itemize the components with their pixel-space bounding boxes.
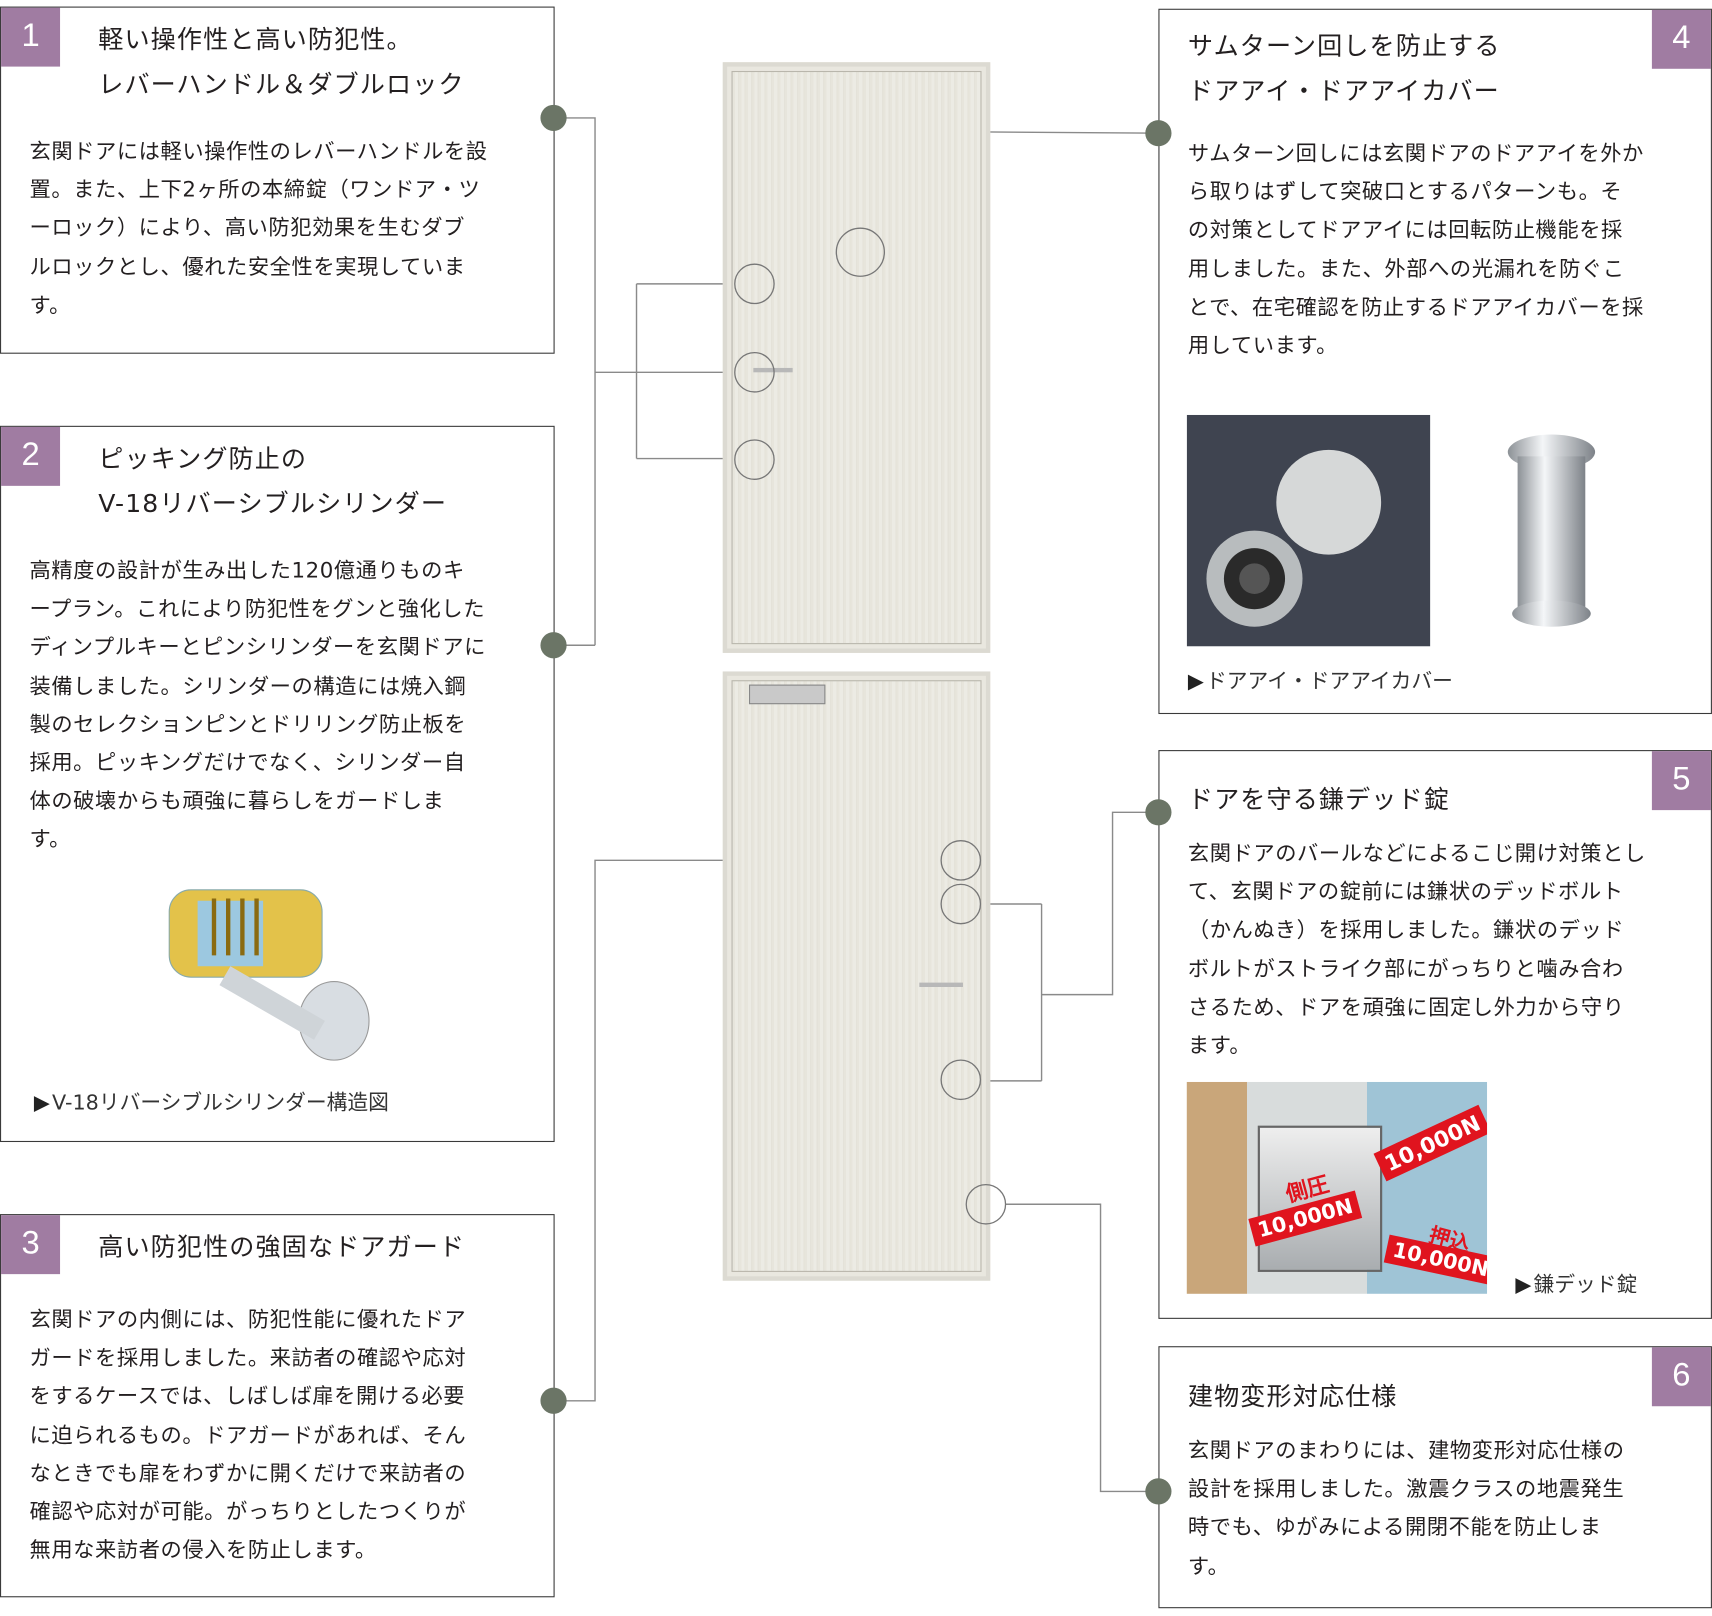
title-line: 高い防犯性の強固なドアガード bbox=[98, 1233, 466, 1263]
feature-number-badge: 1 bbox=[1, 7, 61, 67]
title-line: サムターン回しを防止する bbox=[1187, 32, 1501, 62]
feature-description: 玄関ドアのまわりには、建物変形対応仕様の 設計を採用しました。激震クラスの地震発… bbox=[1187, 1437, 1625, 1579]
feature-card-3: 3 高い防犯性の強固なドアガード 玄関ドアの内側には、防犯性能に優れたドア ガー… bbox=[0, 1214, 555, 1598]
feature-number-badge: 4 bbox=[1651, 9, 1711, 69]
feature-description: 高精度の設計が生み出した120億通りものキ ープラン。これにより防犯性をグンと強… bbox=[29, 557, 486, 853]
feature-card-4: 4 サムターン回しを防止するドアアイ・ドアアイカバー サムターン回しには玄関ドア… bbox=[1158, 8, 1712, 715]
title-line: ドアを守る鎌デッド錠 bbox=[1187, 786, 1450, 815]
hotspot-upper-lock bbox=[734, 263, 775, 305]
feature-title: サムターン回しを防止するドアアイ・ドアアイカバー bbox=[1188, 25, 1501, 115]
connector-5 bbox=[980, 811, 1159, 1082]
hotspot-handle bbox=[734, 351, 775, 393]
hotspot-door-eye bbox=[835, 227, 886, 277]
connector-dot-4 bbox=[1145, 120, 1172, 147]
connector-dot-2 bbox=[540, 632, 567, 659]
feature-title: 軽い操作性と高い防犯性。レバーハンドル＆ダブルロック bbox=[98, 19, 464, 109]
door-guard-image bbox=[748, 684, 826, 705]
connector-dot-5 bbox=[1145, 799, 1172, 826]
title-line: レバーハンドル＆ダブルロック bbox=[98, 70, 465, 100]
title-line: ピッキング防止の bbox=[98, 445, 308, 474]
feature-title: ピッキング防止の V-18リバーシブルシリンダー bbox=[98, 438, 447, 528]
feature-description: サムターン回しには玄関ドアのドアアイを外か ら取りはずして突破口とするパターンも… bbox=[1187, 140, 1644, 359]
title-line: ドアアイ・ドアアイカバー bbox=[1187, 77, 1500, 106]
hotspot-lower-lock bbox=[734, 439, 775, 480]
title-line: 軽い操作性と高い防犯性。 bbox=[98, 26, 413, 55]
hotspot-door-guard bbox=[940, 840, 982, 881]
door-handle-inner-image bbox=[919, 982, 963, 987]
dead-lock-photo: 10,000N 側圧 10,000N 押込 10,000N bbox=[1186, 1081, 1488, 1294]
door-eye-cover-photo bbox=[1186, 414, 1431, 647]
figure-caption: ドアアイ・ドアアイカバー bbox=[1188, 665, 1453, 694]
connector-1 bbox=[553, 117, 754, 646]
figure-caption: V-18リバーシブルシリンダー構造図 bbox=[34, 1086, 389, 1115]
feature-description: 玄関ドアには軽い操作性のレバーハンドルを設 置。また、上下2ヶ所の本締錠（ワンド… bbox=[29, 138, 488, 318]
door-exterior-image bbox=[722, 62, 991, 653]
feature-number-badge: 6 bbox=[1651, 1347, 1711, 1407]
feature-card-2: 2 ピッキング防止の V-18リバーシブルシリンダー 高精度の設計が生み出した12… bbox=[0, 425, 555, 1143]
hotspot-dead-lock-lower bbox=[940, 1059, 982, 1101]
feature-card-1: 1 軽い操作性と高い防犯性。レバーハンドル＆ダブルロック 玄関ドアには軽い操作性… bbox=[0, 6, 555, 354]
connector-dot-6 bbox=[1145, 1478, 1172, 1505]
feature-card-6: 6 建物変形対応仕様 玄関ドアのまわりには、建物変形対応仕様の 設計を採用しまし… bbox=[1158, 1346, 1712, 1609]
door-interior-image bbox=[722, 671, 991, 1281]
cylinder-diagram-image bbox=[168, 889, 370, 1061]
feature-description: 玄関ドアのバールなどによるこじ開け対策とし て、玄関ドアの錠前には鎌状のデッドボ… bbox=[1187, 840, 1646, 1058]
hotspot-dead-lock-upper bbox=[940, 883, 982, 925]
feature-number-badge: 5 bbox=[1651, 751, 1711, 811]
door-eye-photo bbox=[1507, 434, 1596, 627]
title-line: V-18リバーシブルシリンダー bbox=[98, 490, 448, 519]
figure-caption: 鎌デッド錠 bbox=[1515, 1269, 1638, 1298]
hotspot-frame bbox=[965, 1183, 1007, 1225]
feature-title: 高い防犯性の強固なドアガード bbox=[98, 1226, 465, 1271]
feature-card-5: 5 ドアを守る鎌デッド錠 玄関ドアのバールなどによるこじ開け対策とし て、玄関ド… bbox=[1158, 750, 1712, 1319]
feature-title: ドアを守る鎌デッド錠 bbox=[1188, 778, 1450, 823]
feature-title: 建物変形対応仕様 bbox=[1188, 1376, 1398, 1421]
feature-number-badge: 3 bbox=[1, 1215, 61, 1275]
door-handle-image bbox=[753, 367, 793, 373]
feature-description: 玄関ドアの内側には、防犯性能に優れたドア ガードを採用しました。来訪者の確認や応… bbox=[29, 1306, 467, 1563]
title-line: 建物変形対応仕様 bbox=[1187, 1383, 1398, 1412]
connector-6 bbox=[1005, 1203, 1159, 1493]
connector-dot-1 bbox=[540, 104, 567, 132]
feature-number-badge: 2 bbox=[1, 426, 61, 486]
connector-dot-3 bbox=[540, 1387, 567, 1414]
